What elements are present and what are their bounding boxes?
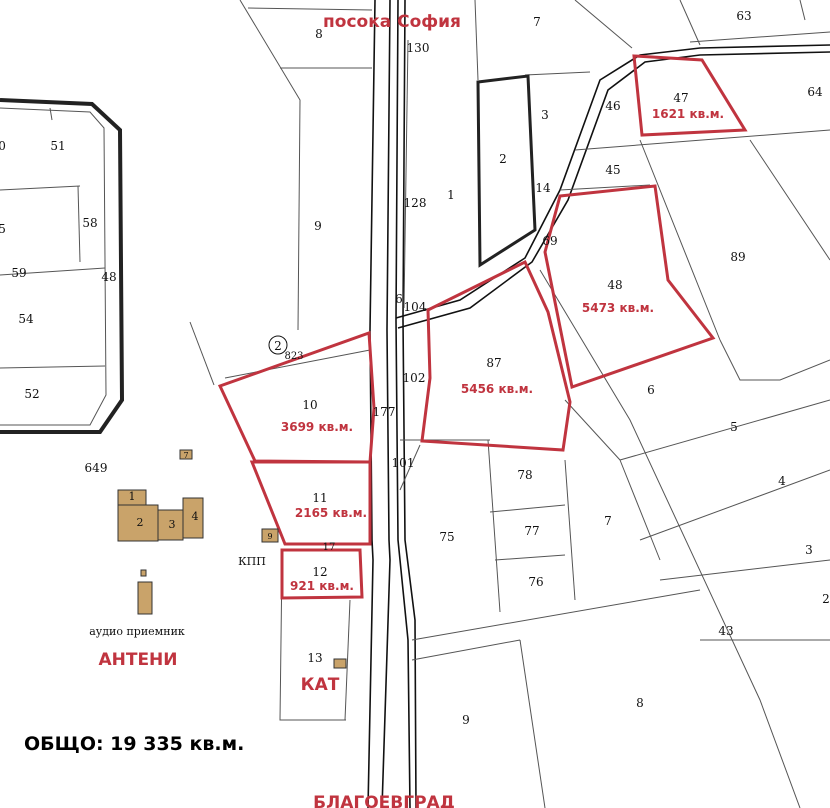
kat-building [333, 658, 347, 669]
parcel-number: 7 [604, 514, 612, 528]
plot-labels: 47 1621 кв.м. 48 5473 кв.м. 87 5456 кв.м… [281, 91, 724, 593]
parcel-number: 69 [542, 234, 557, 248]
plot-area: 921 кв.м. [290, 579, 354, 593]
building-3 [157, 509, 184, 541]
parcel-number: 102 [403, 371, 426, 385]
parcel-number: 45 [605, 163, 620, 177]
plot-area: 2165 кв.м. [295, 506, 367, 520]
building-num: 4 [192, 510, 199, 523]
circled-number: 2 [274, 339, 282, 353]
parcel-number: 75 [439, 530, 454, 544]
plot-number: 12 [312, 565, 327, 579]
plot-47 [632, 54, 748, 137]
antenna-building [137, 581, 153, 615]
building-num: 9 [267, 532, 272, 541]
circled-marker [268, 335, 288, 355]
parcel-number: 823 [284, 351, 303, 362]
plot-number: 10 [302, 398, 317, 412]
parcel-number: 130 [407, 41, 430, 55]
parcel-number: 58 [82, 216, 97, 230]
parcel-number: 13 [307, 651, 322, 665]
parcel-number: 649 [85, 461, 108, 475]
plot-number: 11 [312, 491, 327, 505]
parcel-number: 4 [778, 474, 786, 488]
parcel-number: 8 [636, 696, 644, 710]
parcel-number: 177 [373, 405, 396, 419]
kat-label: КАТ [301, 675, 340, 695]
total-area-label: ОБЩО: 19 335 кв.м. [24, 733, 244, 755]
direction-label-sofia: посока София [323, 12, 461, 32]
parcel-2-outline [476, 74, 537, 268]
building-4 [182, 497, 204, 539]
building-numbers: 1 2 3 4 7 9 [129, 451, 273, 541]
plot-87 [420, 259, 572, 452]
plot-number: 48 [607, 278, 622, 292]
building-num: 3 [169, 518, 176, 531]
parcel-number: 43 [718, 624, 733, 638]
plot-11 [249, 460, 372, 546]
parcel-number: 3 [805, 543, 813, 557]
plot-12 [280, 548, 364, 600]
parcel-number: 2 [822, 592, 830, 606]
parcel-number: 89 [730, 250, 745, 264]
parcel-number: 2 [499, 152, 507, 166]
direction-label-blagoevgrad: БЛАГОЕВГРАД [313, 793, 455, 808]
parcel-number: 17 [323, 542, 336, 553]
parcel-number: 46 [605, 99, 620, 113]
plot-area: 3699 кв.м. [281, 420, 353, 434]
antenna-small [140, 569, 147, 577]
parcel-number: 5 [730, 420, 738, 434]
parcel-number: 101 [392, 456, 415, 470]
parcel-number: 54 [18, 312, 34, 326]
audio-receiver-label: аудио приемник [89, 625, 185, 638]
building-num: 1 [129, 490, 136, 503]
kpp-label: КПП [238, 555, 266, 568]
highlighted-plots [217, 54, 748, 600]
parcel-number: 8 [315, 27, 323, 41]
plot-area: 5456 кв.м. [461, 382, 533, 396]
plot-area: 1621 кв.м. [652, 107, 724, 121]
building-9 [261, 528, 279, 543]
parcel-number: 14 [535, 181, 551, 195]
parcel-number: 6 [395, 292, 403, 306]
plot-area: 5473 кв.м. [582, 301, 654, 315]
parcel-number: 7 [533, 15, 541, 29]
plot-number: 87 [486, 356, 501, 370]
antennas-label: АНТЕНИ [98, 650, 177, 670]
parcel-number: 63 [736, 9, 751, 23]
building-num: 2 [137, 516, 144, 529]
parcel-number: 6 [647, 383, 655, 397]
parcel-numbers: 8 130 7 63 46 64 3 2 1 128 14 45 51 58 4… [0, 9, 830, 727]
parcel-number: 3 [541, 108, 549, 122]
parcel-number: 9 [314, 219, 322, 233]
parcel-number: 104 [404, 300, 427, 314]
parcel-number: 128 [404, 196, 427, 210]
plot-48 [543, 184, 716, 389]
buildings [117, 449, 347, 669]
parcel-number: 78 [517, 468, 532, 482]
building-7 [179, 449, 193, 460]
building-num: 7 [183, 451, 188, 460]
parcel-number: 1 [447, 188, 455, 202]
parcel-number: 9 [462, 713, 470, 727]
plot-number: 47 [673, 91, 688, 105]
parcel-number: 59 [11, 266, 26, 280]
parcel-number: 51 [50, 139, 65, 153]
parcel-number: 76 [528, 575, 543, 589]
parcel-number: 0 [0, 139, 6, 153]
parcel-number: 52 [24, 387, 39, 401]
parcel-number: 5 [0, 222, 6, 236]
plot-10 [217, 330, 376, 464]
parcel-number: 77 [524, 524, 539, 538]
parcel-number: 48 [101, 270, 116, 284]
parcel-number: 64 [807, 85, 823, 99]
